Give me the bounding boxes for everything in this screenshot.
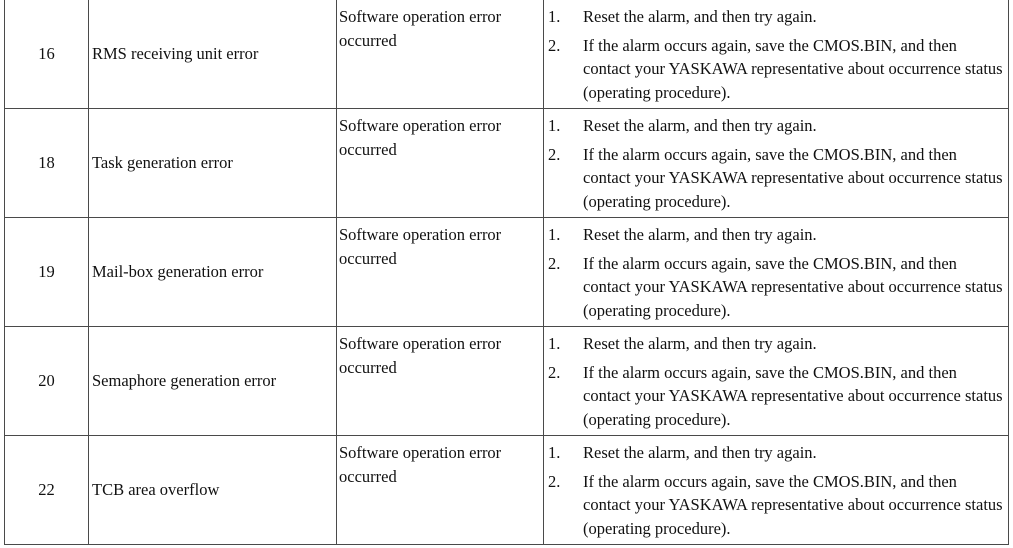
cause-cell: Software operation error occurred: [336, 217, 544, 327]
remedy-step: 2. If the alarm occurs again, save the C…: [546, 143, 1008, 214]
remedy-step: 1. Reset the alarm, and then try again.: [546, 5, 1008, 29]
alarm-table: 16 RMS receiving unit error Software ope…: [4, 0, 1009, 545]
cause-text: Software operation error occurred: [339, 7, 502, 50]
step-text: If the alarm occurs again, save the CMOS…: [583, 253, 1003, 320]
step-text: Reset the alarm, and then try again.: [583, 443, 817, 462]
alarm-number-cell: 19: [4, 217, 89, 327]
cause-text: Software operation error occurred: [339, 334, 502, 377]
remedy-step: 1. Reset the alarm, and then try again.: [546, 223, 1008, 247]
cause-text: Software operation error occurred: [339, 225, 502, 268]
alarm-number-cell: 22: [4, 435, 89, 545]
alarm-name-cell: Task generation error: [88, 108, 337, 218]
step-number: 1.: [548, 225, 561, 244]
alarm-name: TCB area overflow: [92, 480, 220, 500]
alarm-name: Task generation error: [92, 153, 233, 173]
step-number: 2.: [548, 35, 561, 55]
cause-cell: Software operation error occurred: [336, 108, 544, 218]
alarm-name-cell: RMS receiving unit error: [88, 0, 337, 109]
step-text: If the alarm occurs again, save the CMOS…: [583, 35, 1003, 102]
remedy-steps: 1. Reset the alarm, and then try again. …: [546, 5, 1008, 104]
remedy-cell: 1. Reset the alarm, and then try again. …: [543, 326, 1009, 436]
table-row: 20 Semaphore generation error Software o…: [4, 326, 1009, 436]
remedy-steps: 1. Reset the alarm, and then try again. …: [546, 332, 1008, 431]
remedy-step: 2. If the alarm occurs again, save the C…: [546, 34, 1008, 105]
table-row: 19 Mail-box generation error Software op…: [4, 217, 1009, 327]
alarm-number: 18: [38, 153, 55, 173]
table-row: 18 Task generation error Software operat…: [4, 108, 1009, 218]
step-text: Reset the alarm, and then try again.: [583, 116, 817, 135]
alarm-number-cell: 20: [4, 326, 89, 436]
remedy-steps: 1. Reset the alarm, and then try again. …: [546, 223, 1008, 322]
step-number: 1.: [548, 7, 561, 26]
alarm-name-cell: Mail-box generation error: [88, 217, 337, 327]
cause-text: Software operation error occurred: [339, 443, 502, 486]
alarm-name-cell: Semaphore generation error: [88, 326, 337, 436]
alarm-name: Mail-box generation error: [92, 262, 264, 282]
table-row: 16 RMS receiving unit error Software ope…: [4, 0, 1009, 109]
alarm-number-cell: 18: [4, 108, 89, 218]
step-number: 1.: [548, 443, 561, 462]
step-text: If the alarm occurs again, save the CMOS…: [583, 471, 1003, 538]
remedy-step: 1. Reset the alarm, and then try again.: [546, 332, 1008, 356]
remedy-cell: 1. Reset the alarm, and then try again. …: [543, 0, 1009, 109]
step-text: If the alarm occurs again, save the CMOS…: [583, 144, 1003, 211]
alarm-number: 22: [38, 480, 55, 500]
cause-cell: Software operation error occurred: [336, 0, 544, 109]
cause-cell: Software operation error occurred: [336, 435, 544, 545]
step-number: 2.: [548, 144, 561, 164]
step-text: Reset the alarm, and then try again.: [583, 225, 817, 244]
cause-cell: Software operation error occurred: [336, 326, 544, 436]
step-number: 2.: [548, 471, 561, 491]
remedy-steps: 1. Reset the alarm, and then try again. …: [546, 114, 1008, 213]
remedy-steps: 1. Reset the alarm, and then try again. …: [546, 441, 1008, 540]
cause-text: Software operation error occurred: [339, 116, 502, 159]
alarm-number: 16: [38, 44, 55, 64]
step-number: 2.: [548, 253, 561, 273]
alarm-table-body: 16 RMS receiving unit error Software ope…: [4, 0, 1009, 545]
remedy-cell: 1. Reset the alarm, and then try again. …: [543, 108, 1009, 218]
alarm-name: RMS receiving unit error: [92, 44, 259, 64]
step-number: 1.: [548, 116, 561, 135]
alarm-name: Semaphore generation error: [92, 371, 277, 391]
remedy-step: 2. If the alarm occurs again, save the C…: [546, 361, 1008, 432]
alarm-number-cell: 16: [4, 0, 89, 109]
alarm-number: 19: [38, 262, 55, 282]
table-row: 22 TCB area overflow Software operation …: [4, 435, 1009, 545]
alarm-number: 20: [38, 371, 55, 391]
remedy-cell: 1. Reset the alarm, and then try again. …: [543, 435, 1009, 545]
step-text: Reset the alarm, and then try again.: [583, 334, 817, 353]
remedy-step: 1. Reset the alarm, and then try again.: [546, 114, 1008, 138]
alarm-name-cell: TCB area overflow: [88, 435, 337, 545]
step-text: If the alarm occurs again, save the CMOS…: [583, 362, 1003, 429]
step-number: 1.: [548, 334, 561, 353]
remedy-cell: 1. Reset the alarm, and then try again. …: [543, 217, 1009, 327]
remedy-step: 1. Reset the alarm, and then try again.: [546, 441, 1008, 465]
remedy-step: 2. If the alarm occurs again, save the C…: [546, 470, 1008, 541]
step-text: Reset the alarm, and then try again.: [583, 7, 817, 26]
remedy-step: 2. If the alarm occurs again, save the C…: [546, 252, 1008, 323]
step-number: 2.: [548, 362, 561, 382]
